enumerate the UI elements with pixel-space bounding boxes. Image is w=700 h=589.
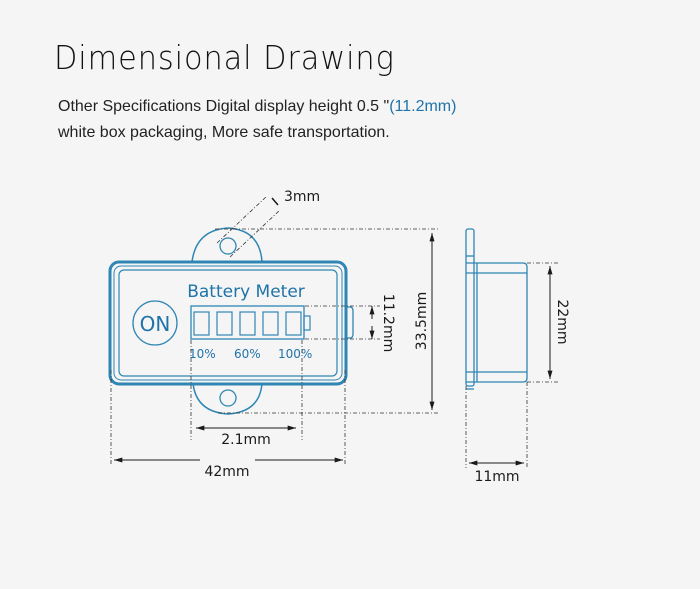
level-label-60: 60% — [234, 347, 261, 361]
meter-face — [118, 269, 338, 377]
battery-segment — [239, 311, 256, 336]
dim-total-width: 42mm — [204, 464, 249, 480]
battery-segment — [262, 311, 279, 336]
bottom-mount-hole-icon — [219, 389, 237, 407]
dim-total-height: 33.5mm — [414, 292, 430, 350]
side-mount-bracket — [465, 228, 475, 387]
device-label: Battery Meter — [187, 282, 305, 302]
top-mounting-ear — [191, 227, 263, 263]
dim-display-height: 11.2mm — [380, 294, 396, 352]
front-view — [108, 227, 354, 415]
level-label-100: 100% — [278, 347, 312, 361]
dim-depth: 11mm — [474, 469, 519, 485]
dim-hole-diameter: 3mm — [284, 189, 320, 205]
meter-body-outer — [108, 260, 348, 386]
battery-gauge-icon — [190, 305, 305, 340]
dimension-lines — [110, 195, 560, 468]
side-view — [465, 228, 528, 390]
top-mount-hole-icon — [219, 237, 237, 255]
spec-line-1: Other Specifications Digital display hei… — [58, 98, 456, 116]
dimension-arrows — [114, 197, 553, 466]
on-button-icon — [132, 300, 178, 346]
side-body — [466, 262, 528, 383]
bottom-mounting-ear — [192, 382, 263, 415]
page-title: Dimensional Drawing — [54, 38, 395, 77]
dim-display-width: 2.1mm — [221, 432, 271, 448]
on-button-label: ON — [140, 312, 171, 336]
battery-segment — [216, 311, 233, 336]
battery-segment — [193, 311, 210, 336]
spec-accent-value: (11.2mm) — [389, 98, 457, 115]
battery-segment — [285, 311, 302, 336]
level-label-10: 10% — [189, 347, 216, 361]
spec-text: Other Specifications Digital display hei… — [58, 98, 390, 115]
dim-body-height: 22mm — [554, 299, 570, 344]
spec-line-2: white box packaging, More safe transport… — [58, 124, 390, 141]
